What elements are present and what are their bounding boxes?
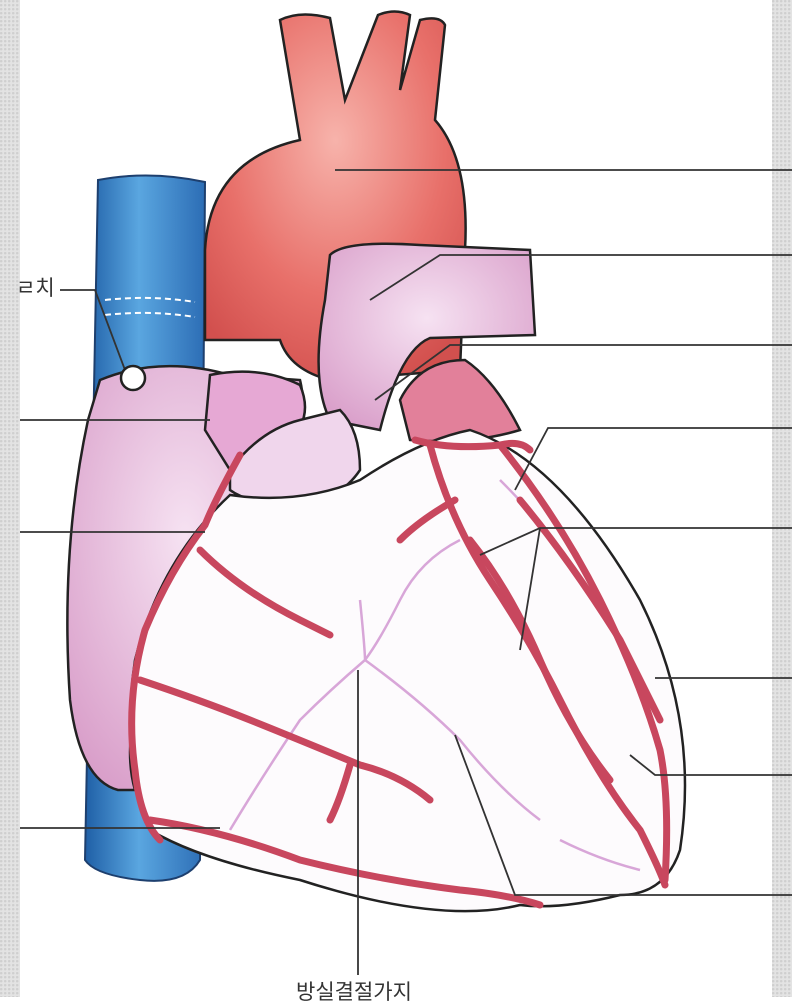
position-marker — [121, 366, 145, 390]
left-position-label: ㄹ치 — [16, 272, 55, 302]
bottom-label: 방실결절가지 — [296, 976, 412, 1006]
